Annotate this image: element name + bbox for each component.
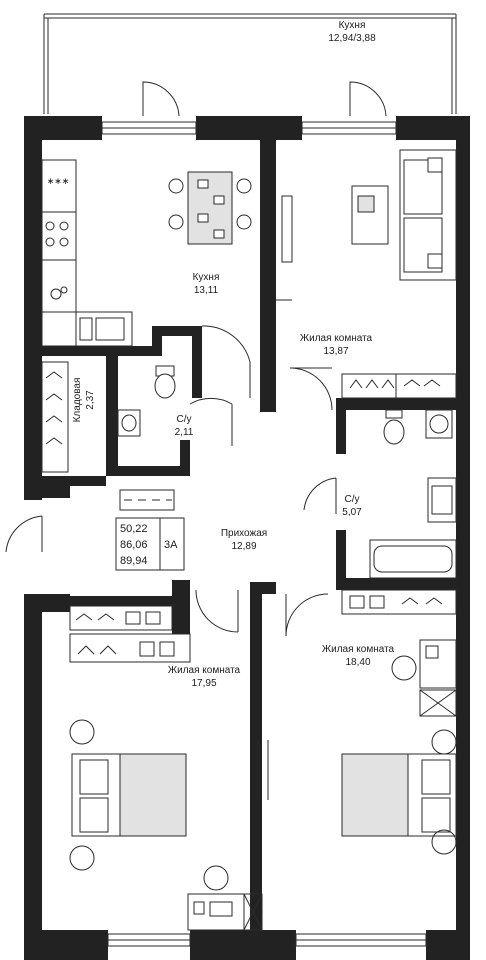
living-top-name: Жилая комната [300,333,373,344]
living-right-name: Жилая комната [322,644,395,655]
entrance [5,489,175,553]
bath-small-area: 2,11 [175,427,194,438]
living-left-name: Жилая комната [168,665,241,676]
exterior-walls [24,116,470,960]
balcony [43,13,457,117]
living-left-area: 17,95 [191,678,216,689]
interior-walls [42,140,456,930]
bath-large-area: 5,07 [342,507,362,518]
total-with-balcony-value: 89,94 [120,555,148,567]
bath-small-fixtures [117,365,176,437]
total-area-value: 86,06 [120,539,148,551]
bath-small-name: С/у [177,414,192,425]
storage-fixtures [41,361,69,473]
apartment-type: 3А [164,539,178,551]
living-right-area: 18,40 [345,657,370,668]
dining-table [187,171,233,245]
area-summary: 50,22 86,06 89,94 3А [115,517,185,571]
living-top-fixtures [276,149,457,399]
fridge-mark-icon: ∗∗∗ [47,176,70,186]
hall-name: Прихожая [221,528,267,539]
hall-area: 12,89 [231,541,256,552]
living-right-fixtures [341,589,457,855]
living-top-area: 13,87 [323,346,348,357]
balcony-name: Кухня [339,20,366,31]
room-labels: Кухня 12,94/3,88 Кухня 13,11 Жилая комна… [72,20,395,689]
bath-large-name: С/у [345,494,360,505]
storage-area: 2,37 [85,390,96,410]
living-left-fixtures [69,605,263,931]
kitchen-name: Кухня [193,272,220,283]
kitchen-fixtures: ∗∗∗ [41,159,252,347]
storage-name: Кладовая [72,378,83,423]
bath-large-fixtures [369,409,457,579]
balcony-area: 12,94/3,88 [328,33,376,44]
living-area-value: 50,22 [120,523,148,535]
kitchen-area: 13,11 [194,285,219,296]
